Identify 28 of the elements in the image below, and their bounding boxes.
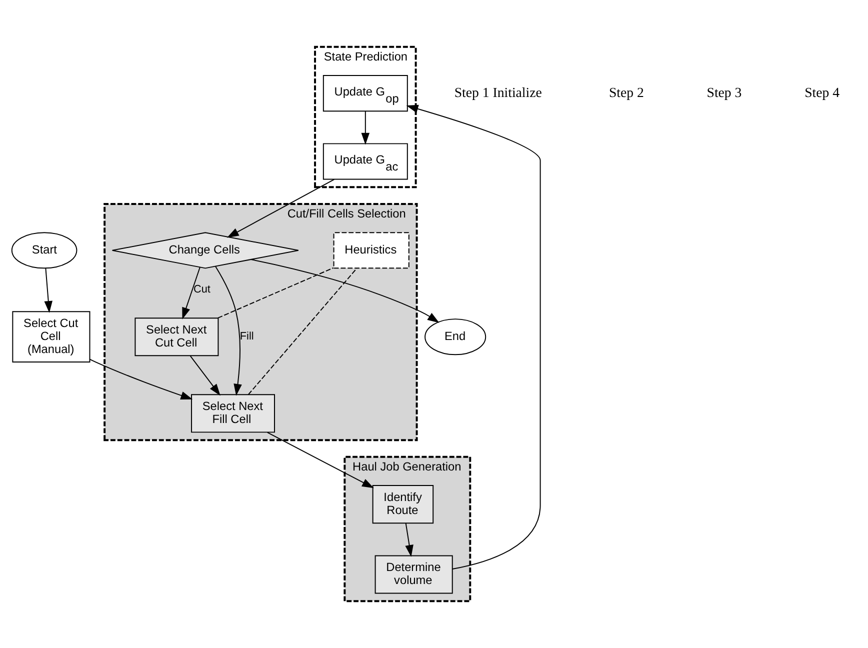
arrow	[406, 104, 541, 570]
node-box: Select Cut Cell (Manual)	[12, 311, 90, 363]
arrow	[405, 522, 414, 557]
arrow	[44, 268, 53, 313]
connector	[217, 267, 334, 318]
node-ellipse: Start	[11, 232, 78, 269]
node-box: Identify Route	[372, 485, 434, 524]
arrow	[182, 266, 200, 320]
node-box: Select Next Cut Cell	[134, 318, 219, 356]
edge-label: Fill	[240, 330, 254, 343]
node-box: Heuristics	[333, 232, 410, 269]
connector	[248, 268, 358, 395]
arrow	[215, 266, 242, 396]
label: Step 3	[706, 84, 742, 100]
edge-label: Cut	[193, 284, 210, 296]
label: Step 2	[608, 84, 644, 100]
arrow	[226, 178, 335, 238]
node-ellipse: End	[424, 318, 486, 356]
arrow	[361, 110, 370, 145]
arrow	[190, 355, 220, 396]
label: Step 1 Initialize	[454, 84, 542, 100]
node-box: Select Next Fill Cell	[191, 394, 275, 433]
node-diamond: Change Cells	[112, 232, 299, 269]
arrow	[266, 432, 374, 488]
label: Step 4	[804, 84, 840, 100]
arrow	[89, 358, 193, 400]
arrow	[250, 259, 440, 323]
node-box: Determine volume	[374, 555, 453, 594]
